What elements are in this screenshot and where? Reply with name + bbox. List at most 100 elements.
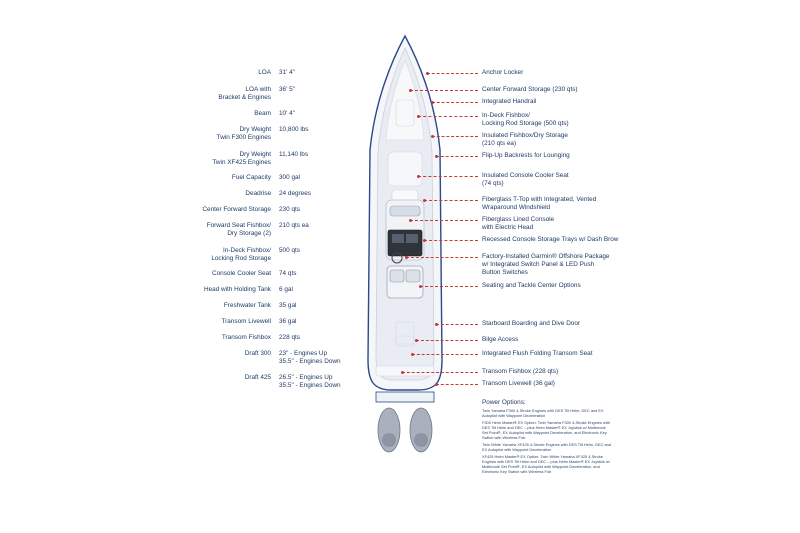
power-options: Power Options: Twin Yamaha F300 4-Stroke… — [482, 399, 612, 477]
callout-leader — [408, 219, 478, 222]
leader-dot — [408, 89, 412, 92]
callout-label: Insulated Fishbox/Dry Storage (210 qts e… — [482, 132, 568, 148]
callout-leader — [434, 323, 478, 326]
callout-label: Starboard Boarding and Dive Door — [482, 320, 581, 327]
callout-label: Fiberglass T-Top with Integrated, Vented… — [482, 196, 597, 212]
callout-label: Transom Livewell (36 gal) — [482, 380, 555, 387]
spec-value: 24 degrees — [279, 190, 311, 197]
callout-label: Recessed Console Storage Trays w/ Dash B… — [482, 236, 619, 243]
leader-dot — [416, 115, 420, 118]
leader-dot — [425, 72, 429, 75]
spec-label: Deadrise — [245, 190, 271, 197]
spec-label: Dry Weight Twin F300 Engines — [216, 126, 271, 142]
boat-top-view — [340, 30, 470, 490]
spec-label: Transom Fishbox — [221, 334, 271, 341]
spec-label: In-Deck Fishbox/ Locking Rod Storage — [211, 247, 271, 263]
spec-value: 35 gal — [279, 302, 297, 309]
leader-dot — [422, 199, 426, 202]
callout-label: Flip-Up Backrests for Lounging — [482, 152, 570, 159]
spec-value: 11,140 lbs — [279, 151, 309, 158]
spec-value: 74 qts — [279, 270, 297, 277]
leader-dot — [418, 285, 422, 288]
leader-dot — [416, 175, 420, 178]
hull-drawing — [367, 34, 443, 453]
spec-value: 26.5" - Engines Up 35.5" - Engines Down — [279, 374, 341, 390]
power-option-item: Twin Yamaha F300 4-Stroke Engines with D… — [482, 408, 604, 418]
leader-dot — [434, 323, 438, 326]
callout-leader — [425, 72, 478, 75]
mfd-screen-left — [392, 234, 404, 243]
power-option-item: Twin White Yamaha XF425 4-Stroke Engines… — [482, 441, 611, 452]
leader-dot — [410, 353, 414, 356]
spec-label: LOA with Bracket & Engines — [218, 86, 271, 102]
callout-label: Factory-Installed Garmin® Offshore Packa… — [482, 253, 610, 277]
spec-value: 31' 4" — [279, 69, 295, 76]
callout-leader — [404, 256, 478, 259]
forward-hatch — [395, 99, 415, 127]
callout-leader — [410, 353, 478, 356]
in-deck-fishbox — [395, 321, 415, 347]
spec-value: 228 qts — [279, 334, 300, 341]
leader-dot — [414, 339, 418, 342]
callout-leader — [416, 115, 478, 118]
callout-label: Insulated Console Cooler Seat (74 qts) — [482, 172, 569, 188]
leader-dot — [408, 219, 412, 222]
callout-leader — [434, 383, 478, 386]
steering-wheel — [391, 252, 403, 264]
callout-label: Integrated Handrail — [482, 98, 537, 105]
spec-value: 500 qts — [279, 247, 300, 254]
spec-label: Console Cooler Seat — [212, 270, 271, 277]
leader-dot — [434, 383, 438, 386]
callout-label: Anchor Locker — [482, 69, 524, 76]
callout-label: Transom Fishbox (228 qts) — [482, 368, 559, 375]
spec-label: Forward Seat Fishbox/ Dry Storage (2) — [206, 222, 271, 238]
spec-value: 300 gal — [279, 174, 300, 181]
power-option-item: XF425 Helm Master® EX Option: Twin White… — [482, 454, 610, 474]
forward-seat — [387, 151, 423, 187]
power-option-item: F300 Helm Master® EX Option: Twin Yamaha… — [482, 420, 610, 440]
callout-leader — [416, 175, 478, 178]
bilge-access-hatch — [395, 335, 415, 345]
spec-value: 230 qts — [279, 206, 300, 213]
callout-label: Integrated Flush Folding Transom Seat — [482, 350, 593, 357]
spec-label: Head with Holding Tank — [203, 286, 271, 293]
helm-seat-left — [389, 269, 405, 283]
transom-seat — [375, 365, 435, 377]
windshield — [389, 205, 421, 217]
spec-value: 210 qts ea — [279, 222, 309, 229]
callout-leader — [400, 371, 478, 374]
callout-leader — [434, 155, 478, 158]
spec-value: 36 gal — [279, 318, 297, 325]
callout-label: Bilge Access — [482, 336, 519, 343]
callout-leader — [408, 89, 478, 92]
leader-dot — [434, 155, 438, 158]
mfd-screen-right — [406, 234, 418, 243]
spec-value: 23" - Engines Up 35.5" - Engines Down — [279, 350, 341, 366]
callout-leader — [418, 285, 478, 288]
power-options-list: Twin Yamaha F300 4-Stroke Engines with D… — [482, 408, 612, 474]
spec-label: Transom Livewell — [221, 318, 271, 325]
leader-dot — [422, 239, 426, 242]
callout-label: Fiberglass Lined Console with Electric H… — [482, 216, 555, 232]
spec-label: Fuel Capacity — [231, 174, 271, 181]
callout-leader — [422, 239, 478, 242]
helm-seat-right — [405, 269, 421, 283]
spec-label: Center Forward Storage — [202, 206, 271, 213]
engine-bracket — [375, 391, 435, 403]
spec-label: Freshwater Tank — [223, 302, 271, 309]
spec-value: 10' 4" — [279, 110, 295, 117]
leader-dot — [430, 101, 434, 104]
leader-dot — [400, 371, 404, 374]
spec-label: Dry Weight Twin XF425 Engines — [212, 151, 271, 167]
callout-leader — [430, 101, 478, 104]
spec-label: Draft 300 — [244, 350, 271, 357]
spec-label: Draft 425 — [244, 374, 271, 381]
spec-label: Beam — [254, 110, 271, 117]
callout-leader — [414, 339, 478, 342]
leader-dot — [404, 256, 408, 259]
callout-label: Seating and Tackle Center Options — [482, 282, 581, 289]
power-options-title: Power Options: — [482, 399, 526, 406]
spec-value: 6 gal — [279, 286, 293, 293]
callout-leader — [422, 199, 478, 202]
